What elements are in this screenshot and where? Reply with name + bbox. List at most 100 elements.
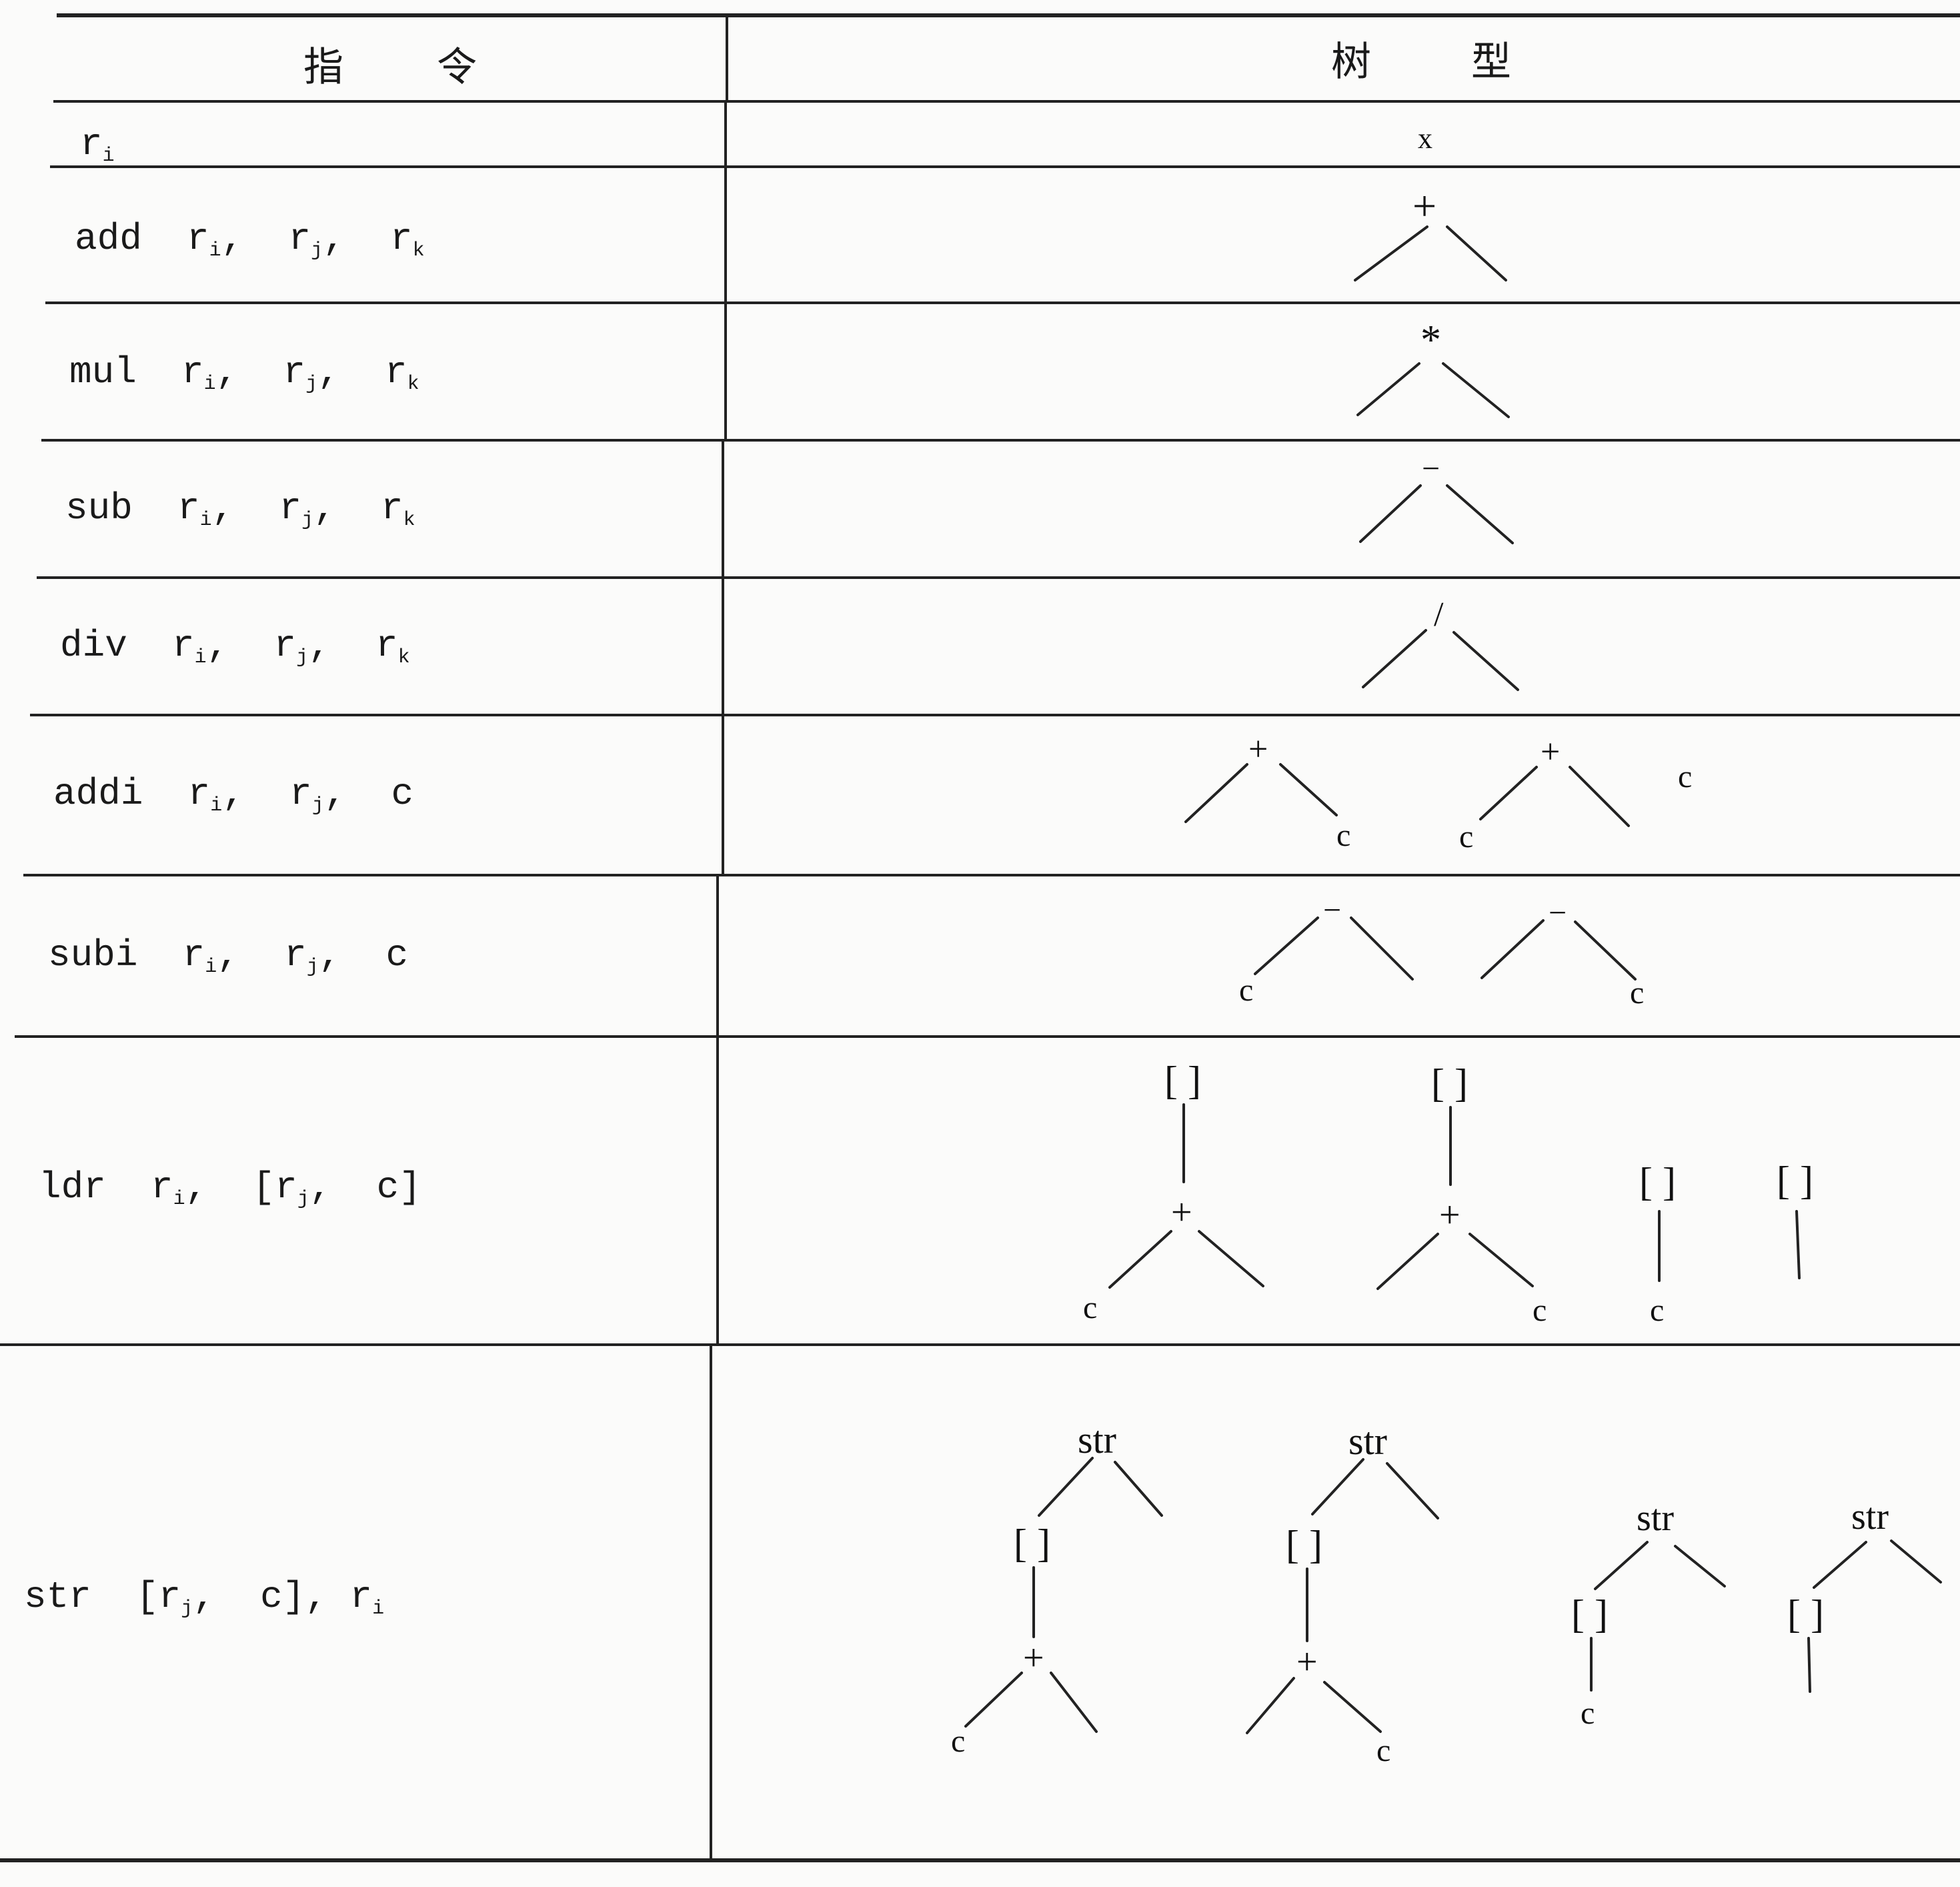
plus-node-label: + xyxy=(1412,182,1436,229)
times-node-label: * xyxy=(1420,318,1441,363)
tree-edge xyxy=(1038,1457,1094,1517)
tree-edge xyxy=(1481,919,1545,979)
header-tree-char-2: 型 xyxy=(1471,39,1511,85)
tree-edge xyxy=(1795,1210,1801,1279)
const-leaf-label: c xyxy=(1630,975,1644,1011)
column-divider xyxy=(710,1343,712,1860)
row-rule xyxy=(23,874,1960,876)
const-leaf-label: c xyxy=(1650,1293,1664,1328)
mem-node-label: [ ] xyxy=(1164,1059,1201,1103)
const-leaf-label: c xyxy=(1581,1696,1595,1731)
tree-edge xyxy=(1354,225,1428,281)
tree-edge xyxy=(1246,1677,1295,1734)
instruction-str: str [rj, c], ri xyxy=(24,1576,385,1620)
div-tree: / xyxy=(1362,596,1519,691)
plus-node-label: + xyxy=(1296,1642,1318,1683)
leaf-x-label: x xyxy=(1418,122,1432,155)
mem-node-label: [ ] xyxy=(1014,1521,1050,1565)
tree-edge xyxy=(1362,629,1427,688)
tree-edge xyxy=(1350,916,1414,981)
addi-tree-right-const: + c xyxy=(1184,730,1350,853)
tree-edge xyxy=(1574,920,1637,981)
tree-edge xyxy=(1184,763,1248,823)
tree-edge xyxy=(1442,362,1510,418)
tree-edge xyxy=(1594,1541,1649,1590)
plus-node-label: + xyxy=(1541,733,1560,771)
const-leaf-label: c xyxy=(1533,1293,1547,1328)
tree-edge xyxy=(1356,362,1420,416)
const-leaf-label: c xyxy=(1239,973,1253,1008)
mem-node-label: [ ] xyxy=(1286,1523,1322,1567)
row-rule xyxy=(0,1343,1960,1346)
tree-edge xyxy=(1468,1233,1534,1287)
instruction-mul: mul ri, rj, rk xyxy=(69,351,419,396)
tree-edge xyxy=(1279,763,1338,816)
tree-edge xyxy=(1452,631,1519,691)
column-divider xyxy=(716,874,719,1345)
instruction-register: ri xyxy=(80,123,115,167)
plus-node-label: + xyxy=(1023,1638,1044,1679)
table-top-rule xyxy=(57,13,1960,17)
mem-node-label: [ ] xyxy=(1777,1159,1813,1203)
subi-tree-left-const: − c xyxy=(1239,892,1414,1008)
tree-edge xyxy=(1198,1230,1264,1287)
ldr-tree-const-only: [ ] c xyxy=(1639,1160,1676,1328)
mem-node-label: [ ] xyxy=(1639,1160,1676,1204)
header-instruction-char-1: 指 xyxy=(303,44,343,91)
const-leaf-label: c xyxy=(1376,1733,1390,1768)
row-rule xyxy=(30,714,1960,716)
tree-edge xyxy=(1813,1541,1867,1589)
const-leaf-label: c xyxy=(1336,818,1350,853)
tree-edge xyxy=(1446,225,1507,281)
str-tree-const-only: str [ ] c xyxy=(1571,1497,1726,1731)
ldr-tree-right-const: [ ] + c xyxy=(1376,1061,1547,1328)
store-node-label: str xyxy=(1348,1419,1387,1463)
str-tree-right-const: str [ ] + c xyxy=(1246,1419,1439,1768)
instruction-sub: sub ri, rj, rk xyxy=(65,487,415,532)
tree-edge xyxy=(1323,1681,1382,1733)
store-node-label: str xyxy=(1078,1418,1116,1461)
plus-node-label: + xyxy=(1248,730,1268,768)
addi-tree-left-const: + c xyxy=(1459,733,1630,854)
tree-edge xyxy=(1569,766,1630,827)
const-leaf-label: c xyxy=(1083,1290,1097,1325)
const-leaf-label: c xyxy=(951,1724,965,1759)
str-tree-left-const: str [ ] + c xyxy=(951,1418,1163,1759)
tree-edge xyxy=(1479,766,1538,820)
row-rule xyxy=(50,165,1960,168)
const-leaf-label: c xyxy=(1678,759,1692,794)
ldr-tree-register: [ ] xyxy=(1777,1159,1813,1279)
plus-node-label: + xyxy=(1171,1192,1192,1233)
tree-edge xyxy=(1446,484,1514,544)
tree-edge xyxy=(1114,1461,1163,1517)
plus-node-label: + xyxy=(1439,1195,1460,1236)
minus-node-label: − xyxy=(1549,895,1567,930)
store-node-label: str xyxy=(1637,1497,1674,1539)
tree-edge xyxy=(1674,1545,1726,1588)
header-instruction-char-2: 令 xyxy=(437,44,477,91)
ldr-tree-left-const: [ ] + c xyxy=(1083,1059,1264,1325)
instruction-addi: addi ri, rj, c xyxy=(53,772,414,817)
minus-node-label: − xyxy=(1323,892,1341,928)
mul-tree: * xyxy=(1356,318,1510,418)
sub-tree: − xyxy=(1359,451,1514,544)
tree-edge xyxy=(1890,1539,1942,1584)
row-rule xyxy=(37,576,1960,579)
header-rule xyxy=(53,100,1960,103)
tree-edge xyxy=(1359,484,1422,543)
tree-edge xyxy=(1050,1672,1098,1733)
const-leaf-label: c xyxy=(1459,819,1473,854)
mem-node-label: [ ] xyxy=(1431,1061,1468,1105)
row-rule xyxy=(15,1035,1960,1038)
subi-tree-right-const: − c xyxy=(1481,895,1644,1011)
tree-edge xyxy=(1807,1637,1811,1693)
slash-node-label: / xyxy=(1434,596,1444,634)
str-tree-register: str [ ] xyxy=(1787,1496,1942,1693)
store-node-label: str xyxy=(1851,1496,1889,1537)
mem-node-label: [ ] xyxy=(1787,1592,1824,1636)
instruction-ldr: ldr ri, [rj, c] xyxy=(39,1166,421,1211)
mem-node-label: [ ] xyxy=(1571,1592,1608,1636)
minus-node-label: − xyxy=(1422,451,1440,486)
column-divider xyxy=(726,13,728,100)
